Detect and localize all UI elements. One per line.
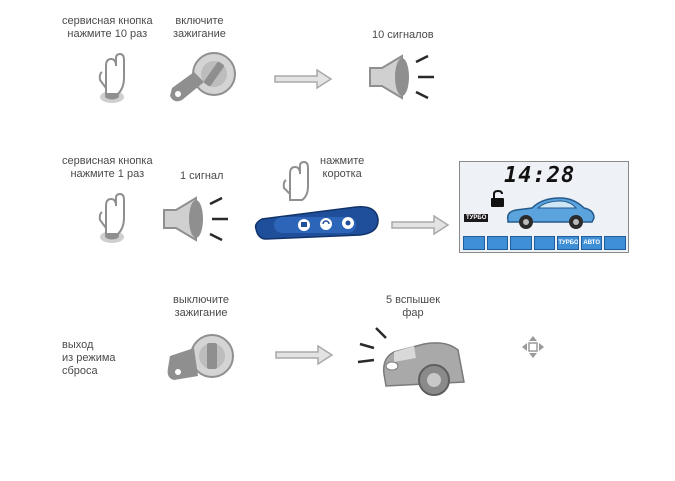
arrow-right-icon xyxy=(273,67,335,91)
ignition-key-on-icon xyxy=(164,44,240,108)
row2-service-button-label: сервисная кнопка нажмите 1 раз xyxy=(62,155,153,180)
ignition-key-off-icon xyxy=(164,326,240,390)
finger-press-icon xyxy=(92,48,136,108)
row2-press-short-label: нажмите коротка xyxy=(320,155,365,180)
open-lock-icon xyxy=(490,190,506,208)
row3-exit-label: выход из режима сброса xyxy=(62,339,116,377)
row1-signals-label: 10 сигналов xyxy=(372,29,434,41)
row3-flashes-label: 5 вспышек фар xyxy=(386,294,441,319)
lcd-status-cell xyxy=(604,236,627,250)
car-icon xyxy=(504,192,596,232)
finger-press-icon xyxy=(282,158,312,204)
car-headlight-flash-icon xyxy=(354,322,470,400)
arrow-right-icon xyxy=(274,343,336,367)
lcd-status-cell xyxy=(486,236,509,250)
lcd-status-cell xyxy=(463,236,485,250)
lcd-status-cell xyxy=(510,236,532,250)
finger-press-icon xyxy=(92,188,136,248)
lcd-status-cell xyxy=(533,236,556,250)
row3-ignition-off-label: выключите зажигание xyxy=(173,294,230,319)
move-cursor-icon xyxy=(521,335,545,359)
siren-icon xyxy=(366,52,442,102)
lcd-time: 14:28 xyxy=(504,163,576,188)
row2-signal-label: 1 сигнал xyxy=(180,170,224,182)
lcd-status-cell: АВТО xyxy=(580,236,603,250)
row1-ignition-on-label: включите зажигание xyxy=(173,15,226,40)
lcd-turbo-badge: ТУРБО xyxy=(464,214,489,222)
remote-key-fob-icon xyxy=(252,205,380,241)
pager-lcd-display: 14:28 ТУРБО ТУРБО АВТО xyxy=(459,161,629,253)
siren-icon xyxy=(160,194,236,244)
row1-service-button-label: сервисная кнопка нажмите 10 раз xyxy=(62,15,153,40)
lcd-status-cell: ТУРБО xyxy=(557,236,579,250)
arrow-right-icon xyxy=(390,213,452,237)
lcd-status-row: ТУРБО АВТО xyxy=(463,236,627,250)
